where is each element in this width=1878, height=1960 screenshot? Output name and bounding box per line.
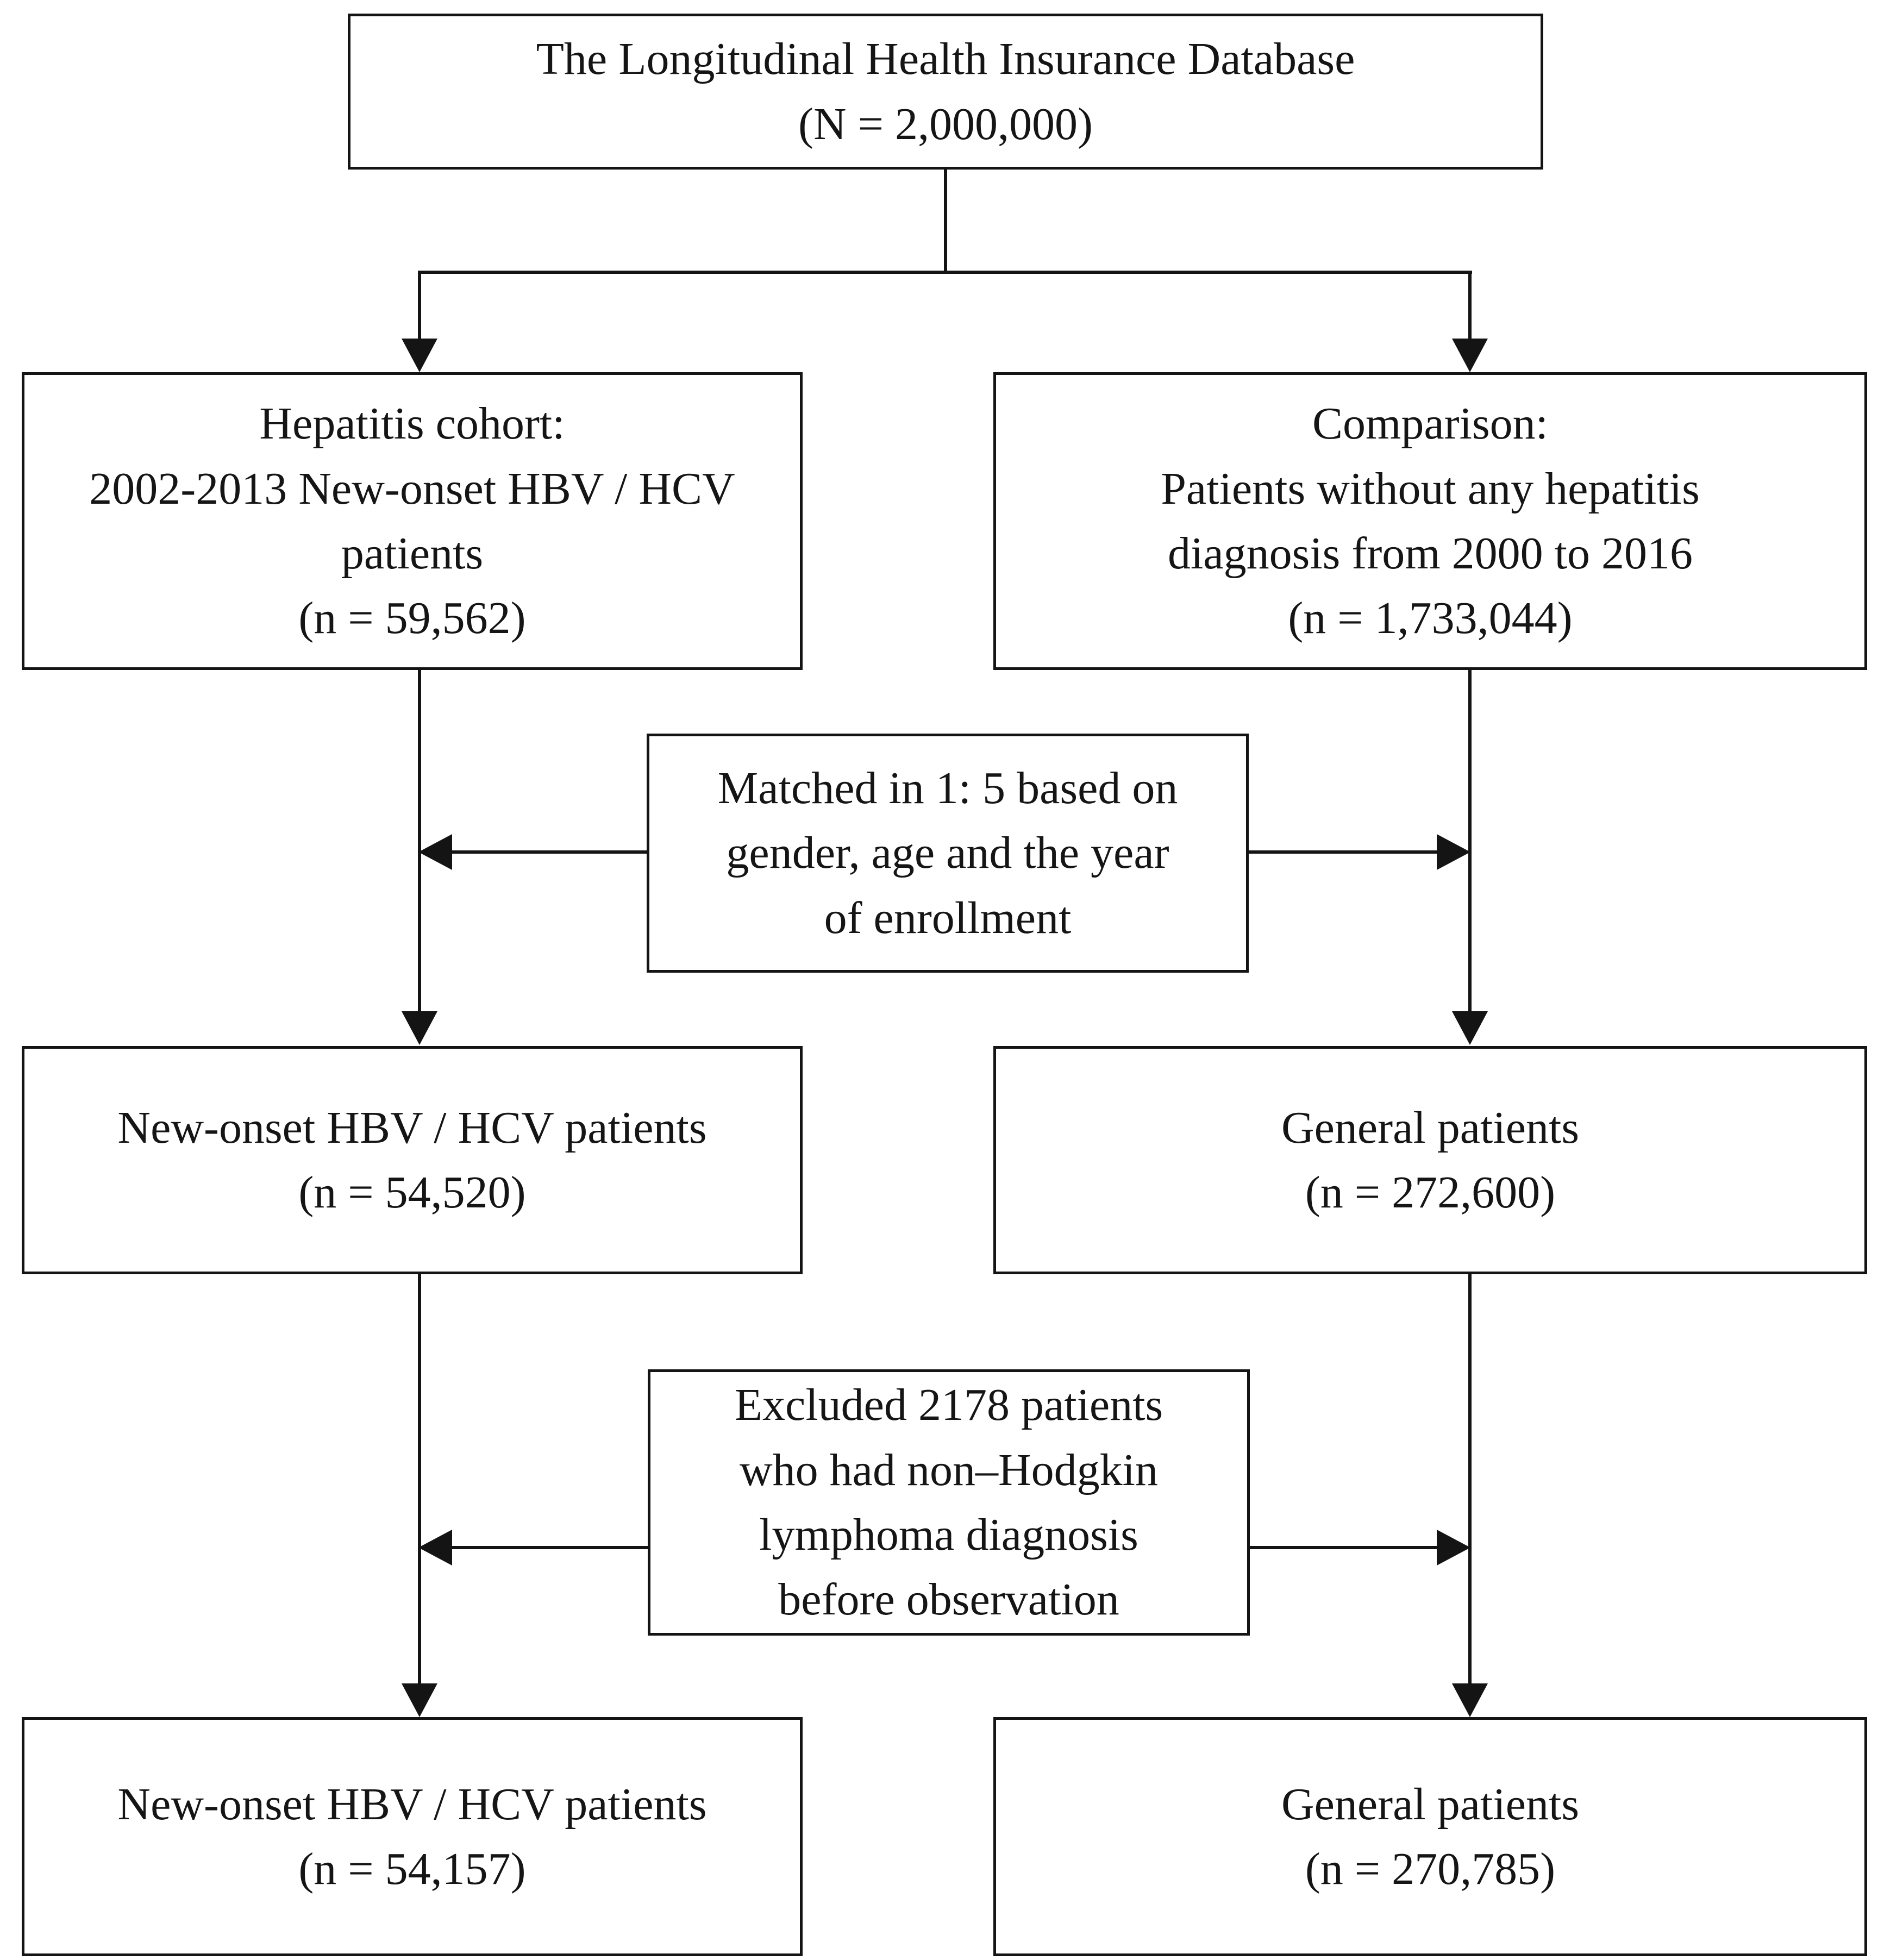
node-text: New-onset HBV / HCV patients (n = 54,520…	[24, 1095, 800, 1225]
arrowhead-exclusion-left	[418, 1530, 452, 1566]
node-line: New-onset HBV / HCV patients	[117, 1102, 707, 1153]
node-text: General patients (n = 270,785)	[996, 1772, 1864, 1902]
node-line: (N = 2,000,000)	[798, 98, 1093, 149]
node-line: who had non–Hodgkin	[740, 1444, 1158, 1495]
node-line: Comparison:	[1312, 398, 1548, 449]
node-line: (n = 54,157)	[298, 1844, 526, 1894]
arrowhead-matching-left	[418, 834, 452, 870]
arrowhead-matching-right	[1437, 834, 1470, 870]
node-text: General patients (n = 272,600)	[996, 1095, 1864, 1225]
node-line: New-onset HBV / HCV patients	[117, 1779, 707, 1830]
connector-matching-to-right	[1248, 850, 1438, 854]
connector-exclusion-to-left	[451, 1546, 649, 1549]
node-line: General patients	[1281, 1779, 1580, 1830]
arrowhead-to-hepatitis-cohort	[402, 339, 437, 372]
arrowhead-to-hbv-final	[402, 1683, 437, 1717]
node-line: diagnosis from 2000 to 2016	[1168, 528, 1693, 579]
connector-split-bar	[420, 271, 1472, 274]
node-text: New-onset HBV / HCV patients (n = 54,157…	[24, 1772, 800, 1902]
node-comparison-cohort: Comparison: Patients without any hepatit…	[993, 372, 1867, 670]
connector-exclusion-to-right	[1249, 1546, 1438, 1549]
node-line: (n = 272,600)	[1305, 1167, 1556, 1218]
node-line: 2002-2013 New-onset HBV / HCV	[89, 463, 735, 514]
connector-root-stem	[944, 170, 947, 273]
node-general-patients-final: General patients (n = 270,785)	[993, 1717, 1867, 1956]
node-line: Excluded 2178 patients	[734, 1380, 1163, 1431]
node-line: Matched in 1: 5 based on	[717, 763, 1178, 814]
node-line: (n = 59,562)	[298, 593, 526, 644]
node-hbv-hcv-matched: New-onset HBV / HCV patients (n = 54,520…	[22, 1046, 803, 1274]
node-line: (n = 1,733,044)	[1288, 593, 1573, 644]
node-line: lymphoma diagnosis	[759, 1510, 1138, 1560]
node-text: Comparison: Patients without any hepatit…	[996, 391, 1864, 650]
connector-split-right-drop	[1468, 271, 1472, 340]
node-line: gender, age and the year	[726, 828, 1169, 879]
node-text: Excluded 2178 patients who had non–Hodgk…	[650, 1373, 1247, 1632]
node-line: (n = 54,520)	[298, 1167, 526, 1218]
node-line: General patients	[1281, 1102, 1580, 1153]
node-text: Hepatitis cohort: 2002-2013 New-onset HB…	[24, 391, 800, 650]
arrowhead-exclusion-right	[1437, 1530, 1470, 1566]
connector-matching-to-left	[451, 850, 648, 854]
node-longitudinal-health-insurance-database: The Longitudinal Health Insurance Databa…	[348, 14, 1543, 170]
node-line: (n = 270,785)	[1305, 1844, 1556, 1894]
connector-left-col-2	[418, 1274, 421, 1685]
arrowhead-to-general-matched	[1452, 1011, 1488, 1045]
node-line: of enrollment	[824, 892, 1072, 943]
node-matching-criteria: Matched in 1: 5 based on gender, age and…	[647, 734, 1249, 973]
arrowhead-to-hbv-matched	[402, 1011, 437, 1045]
node-line: Hepatitis cohort:	[259, 398, 565, 449]
arrowhead-to-general-final	[1452, 1683, 1488, 1717]
node-line: before observation	[778, 1574, 1119, 1625]
node-text: Matched in 1: 5 based on gender, age and…	[649, 756, 1246, 950]
connector-right-col-2	[1468, 1274, 1472, 1685]
node-text: The Longitudinal Health Insurance Databa…	[350, 27, 1541, 156]
node-hbv-hcv-final: New-onset HBV / HCV patients (n = 54,157…	[22, 1717, 803, 1956]
arrowhead-to-comparison-cohort	[1452, 339, 1488, 372]
node-hepatitis-cohort: Hepatitis cohort: 2002-2013 New-onset HB…	[22, 372, 803, 670]
node-line: The Longitudinal Health Insurance Databa…	[536, 34, 1355, 85]
connector-split-left-drop	[418, 271, 421, 340]
node-general-patients-matched: General patients (n = 272,600)	[993, 1046, 1867, 1274]
node-line: patients	[341, 528, 484, 579]
node-line: Patients without any hepatitis	[1161, 463, 1700, 514]
node-exclusion-criteria: Excluded 2178 patients who had non–Hodgk…	[648, 1369, 1250, 1636]
